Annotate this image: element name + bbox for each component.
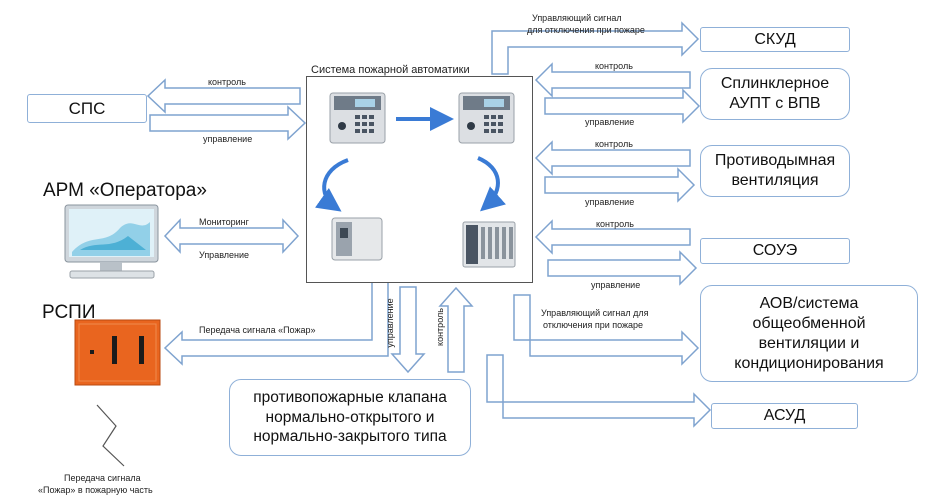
valves-control-arrow bbox=[438, 286, 474, 373]
smoke-command-arrow bbox=[544, 167, 696, 203]
aov-line1: АОВ/система bbox=[759, 294, 859, 312]
system-title: Система пожарной автоматики bbox=[311, 64, 470, 76]
expansion-module-icon bbox=[462, 221, 516, 268]
control-panel-icon bbox=[458, 92, 515, 144]
sps-control-arrow bbox=[146, 78, 301, 114]
control-panel-icon bbox=[329, 92, 386, 144]
asud-signal-arrow bbox=[486, 354, 712, 428]
smoke-control-arrow bbox=[534, 140, 691, 176]
smoke-box: Противодымная вентиляция bbox=[700, 145, 850, 197]
flow-arrow-curve-right bbox=[477, 156, 506, 212]
sps-command-label: управление bbox=[203, 134, 253, 144]
aupt-control-label: контроль bbox=[595, 61, 633, 71]
smoke-command-label: управление bbox=[585, 197, 635, 207]
asud-box: АСУД bbox=[711, 403, 858, 429]
soue-command-arrow bbox=[547, 250, 698, 286]
rspi-title: РСПИ bbox=[42, 302, 96, 323]
sps-control-label: контроль bbox=[208, 77, 246, 87]
aov-line4: кондиционирования bbox=[734, 354, 884, 372]
aupt-control-arrow bbox=[534, 62, 691, 98]
rspi-signal-label: Передача сигнала «Пожар» bbox=[199, 325, 316, 335]
smoke-control-label: контроль bbox=[595, 139, 633, 149]
valves-command-label: управление bbox=[385, 298, 395, 348]
soue-control-label: контроль bbox=[596, 219, 634, 229]
sps-command-arrow bbox=[149, 105, 307, 141]
smoke-line2: вентиляция bbox=[731, 172, 819, 189]
skud-signal-line1: Управляющий сигнал bbox=[532, 13, 622, 23]
rspi-footer-line1: Передача сигнала bbox=[64, 473, 141, 483]
skud-signal-arrow bbox=[491, 21, 700, 75]
arm-bidirectional-arrow bbox=[163, 218, 300, 254]
arm-monitoring-label: Мониторинг bbox=[199, 217, 249, 227]
aov-signal-line2: отключения при пожаре bbox=[543, 320, 644, 330]
rspi-footer-line2: «Пожар» в пожарную часть bbox=[38, 485, 153, 495]
flow-arrow-curve-left bbox=[315, 158, 349, 212]
valves-command-arrow bbox=[390, 286, 426, 374]
valves-line2: нормально-открытого и bbox=[265, 408, 435, 426]
aupt-command-arrow bbox=[544, 88, 701, 124]
aupt-box: Сплинклерное АУПТ с ВПВ bbox=[700, 68, 850, 120]
power-unit-icon bbox=[331, 217, 383, 261]
soue-box: СОУЭ bbox=[700, 238, 850, 264]
rspi-signal-arrow bbox=[163, 281, 389, 366]
aov-box: АОВ/система общеобменной вентиляции и ко… bbox=[700, 285, 918, 382]
aupt-command-label: управление bbox=[585, 117, 635, 127]
soue-control-arrow bbox=[534, 219, 691, 255]
aov-line2: общеобменной bbox=[752, 314, 866, 332]
aov-signal-arrow bbox=[513, 294, 700, 366]
skud-signal-line2: для отключения при пожаре bbox=[527, 25, 645, 35]
aov-signal-line1: Управляющий сигнал для bbox=[541, 308, 649, 318]
valves-line3: нормально-закрытого типа bbox=[253, 428, 447, 446]
valves-line1: противопожарные клапана bbox=[253, 389, 447, 407]
valves-control-label: контроль bbox=[435, 308, 445, 346]
arm-command-label: Управление bbox=[199, 250, 250, 260]
aupt-line2: АУПТ с ВПВ bbox=[729, 95, 821, 112]
aupt-line1: Сплинклерное bbox=[720, 75, 830, 92]
skud-box: СКУД bbox=[700, 27, 850, 52]
lightning-line bbox=[96, 404, 125, 467]
smoke-line1: Противодымная bbox=[714, 152, 836, 169]
valves-box: противопожарные клапана нормально-открыт… bbox=[229, 379, 471, 456]
arm-title: АРМ «Оператора» bbox=[43, 180, 207, 201]
sps-box: СПС bbox=[27, 94, 147, 123]
soue-command-label: управление bbox=[591, 280, 641, 290]
aov-line3: вентиляции и bbox=[758, 334, 860, 352]
